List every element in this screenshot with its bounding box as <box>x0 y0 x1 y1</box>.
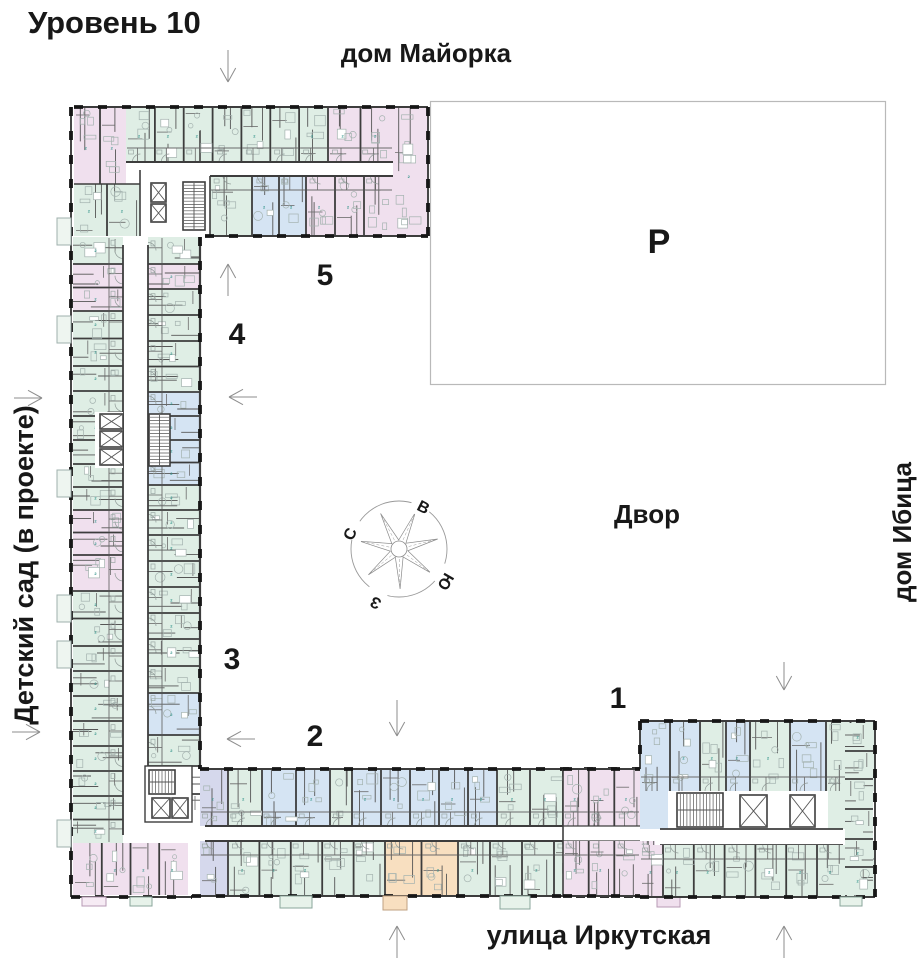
svg-text:2: 2 <box>94 602 97 607</box>
svg-text:2: 2 <box>170 520 173 525</box>
svg-text:2: 2 <box>393 796 396 801</box>
svg-text:2: 2 <box>94 731 97 736</box>
svg-text:2: 2 <box>707 870 710 875</box>
svg-text:2: 2 <box>573 796 576 801</box>
svg-text:2: 2 <box>85 145 88 150</box>
svg-text:5: 5 <box>317 259 334 292</box>
svg-text:2: 2 <box>736 756 739 761</box>
svg-text:2: 2 <box>94 296 97 301</box>
svg-text:2: 2 <box>142 868 145 873</box>
svg-text:2: 2 <box>768 870 771 875</box>
svg-text:2: 2 <box>94 350 97 355</box>
svg-text:2: 2 <box>471 867 474 872</box>
svg-text:2: 2 <box>171 868 174 873</box>
svg-text:2: 2 <box>480 796 483 801</box>
svg-text:2: 2 <box>342 133 345 138</box>
svg-text:Двор: Двор <box>614 499 680 529</box>
svg-text:2: 2 <box>290 204 293 209</box>
svg-text:2: 2 <box>170 448 173 453</box>
svg-text:2: 2 <box>422 796 425 801</box>
svg-text:2: 2 <box>94 681 97 686</box>
svg-text:2: 2 <box>318 204 321 209</box>
svg-text:4: 4 <box>229 318 246 351</box>
svg-text:2: 2 <box>170 425 173 430</box>
svg-text:2: 2 <box>170 401 173 406</box>
svg-text:2: 2 <box>94 781 97 786</box>
svg-text:2: 2 <box>676 870 679 875</box>
svg-text:3: 3 <box>224 643 241 676</box>
svg-text:2: 2 <box>94 248 97 253</box>
svg-text:2: 2 <box>111 145 114 150</box>
svg-text:2: 2 <box>856 878 859 883</box>
svg-text:2: 2 <box>196 133 199 138</box>
svg-text:2: 2 <box>94 805 97 810</box>
svg-text:2: 2 <box>94 828 97 833</box>
svg-text:2: 2 <box>856 734 859 739</box>
svg-text:2: 2 <box>682 756 685 761</box>
svg-text:2: 2 <box>347 204 350 209</box>
svg-text:2: 2 <box>535 867 538 872</box>
svg-text:2: 2 <box>94 322 97 327</box>
svg-text:2: 2 <box>170 545 173 550</box>
svg-text:2: 2 <box>94 630 97 635</box>
svg-text:2: 2 <box>170 495 173 500</box>
svg-text:2: 2 <box>272 867 275 872</box>
svg-text:2: 2 <box>170 712 173 717</box>
svg-text:Детский сад (в проекте): Детский сад (в проекте) <box>9 405 39 724</box>
svg-text:2: 2 <box>211 796 214 801</box>
svg-text:2: 2 <box>94 541 97 546</box>
svg-text:2: 2 <box>408 174 411 179</box>
svg-text:2: 2 <box>711 756 714 761</box>
svg-text:2: 2 <box>138 133 141 138</box>
svg-text:2: 2 <box>94 756 97 761</box>
svg-text:2: 2 <box>311 133 314 138</box>
svg-text:2: 2 <box>170 597 173 602</box>
svg-text:2: 2 <box>374 133 377 138</box>
svg-text:улица Иркутская: улица Иркутская <box>487 920 712 950</box>
svg-text:2: 2 <box>94 496 97 501</box>
svg-text:Уровень 10: Уровень 10 <box>28 5 201 40</box>
svg-text:2: 2 <box>364 796 367 801</box>
svg-text:2: 2 <box>263 204 266 209</box>
svg-text:2: 2 <box>307 720 324 753</box>
svg-text:2: 2 <box>94 376 97 381</box>
svg-text:2: 2 <box>304 867 307 872</box>
svg-text:2: 2 <box>121 209 124 214</box>
svg-text:2: 2 <box>451 796 454 801</box>
svg-text:2: 2 <box>241 867 244 872</box>
svg-text:2: 2 <box>170 351 173 356</box>
svg-text:2: 2 <box>799 870 802 875</box>
svg-text:дом Майорка: дом Майорка <box>341 38 512 68</box>
svg-text:2: 2 <box>94 571 97 576</box>
svg-text:1: 1 <box>610 682 627 715</box>
svg-text:2: 2 <box>167 133 170 138</box>
svg-text:Ю: Ю <box>433 570 456 593</box>
svg-text:2: 2 <box>170 623 173 628</box>
svg-text:2: 2 <box>829 870 832 875</box>
svg-text:2: 2 <box>94 706 97 711</box>
svg-text:2: 2 <box>88 209 91 214</box>
svg-text:2: 2 <box>170 274 173 279</box>
svg-text:дом Ибица: дом Ибица <box>887 461 917 602</box>
svg-text:2: 2 <box>170 650 173 655</box>
svg-text:2: 2 <box>242 796 245 801</box>
svg-text:2: 2 <box>170 748 173 753</box>
svg-text:2: 2 <box>253 133 256 138</box>
svg-text:2: 2 <box>767 756 770 761</box>
svg-text:Р: Р <box>648 223 671 261</box>
svg-text:2: 2 <box>114 868 117 873</box>
svg-text:2: 2 <box>437 867 440 872</box>
svg-text:2: 2 <box>94 518 97 523</box>
svg-text:2: 2 <box>649 870 652 875</box>
svg-text:2: 2 <box>625 796 628 801</box>
svg-text:2: 2 <box>599 796 602 801</box>
svg-text:2: 2 <box>170 571 173 576</box>
svg-text:2: 2 <box>170 471 173 476</box>
svg-text:2: 2 <box>599 867 602 872</box>
svg-text:2: 2 <box>310 796 313 801</box>
svg-text:2: 2 <box>573 867 576 872</box>
svg-text:2: 2 <box>544 796 547 801</box>
svg-text:2: 2 <box>511 796 514 801</box>
svg-text:2: 2 <box>856 850 859 855</box>
